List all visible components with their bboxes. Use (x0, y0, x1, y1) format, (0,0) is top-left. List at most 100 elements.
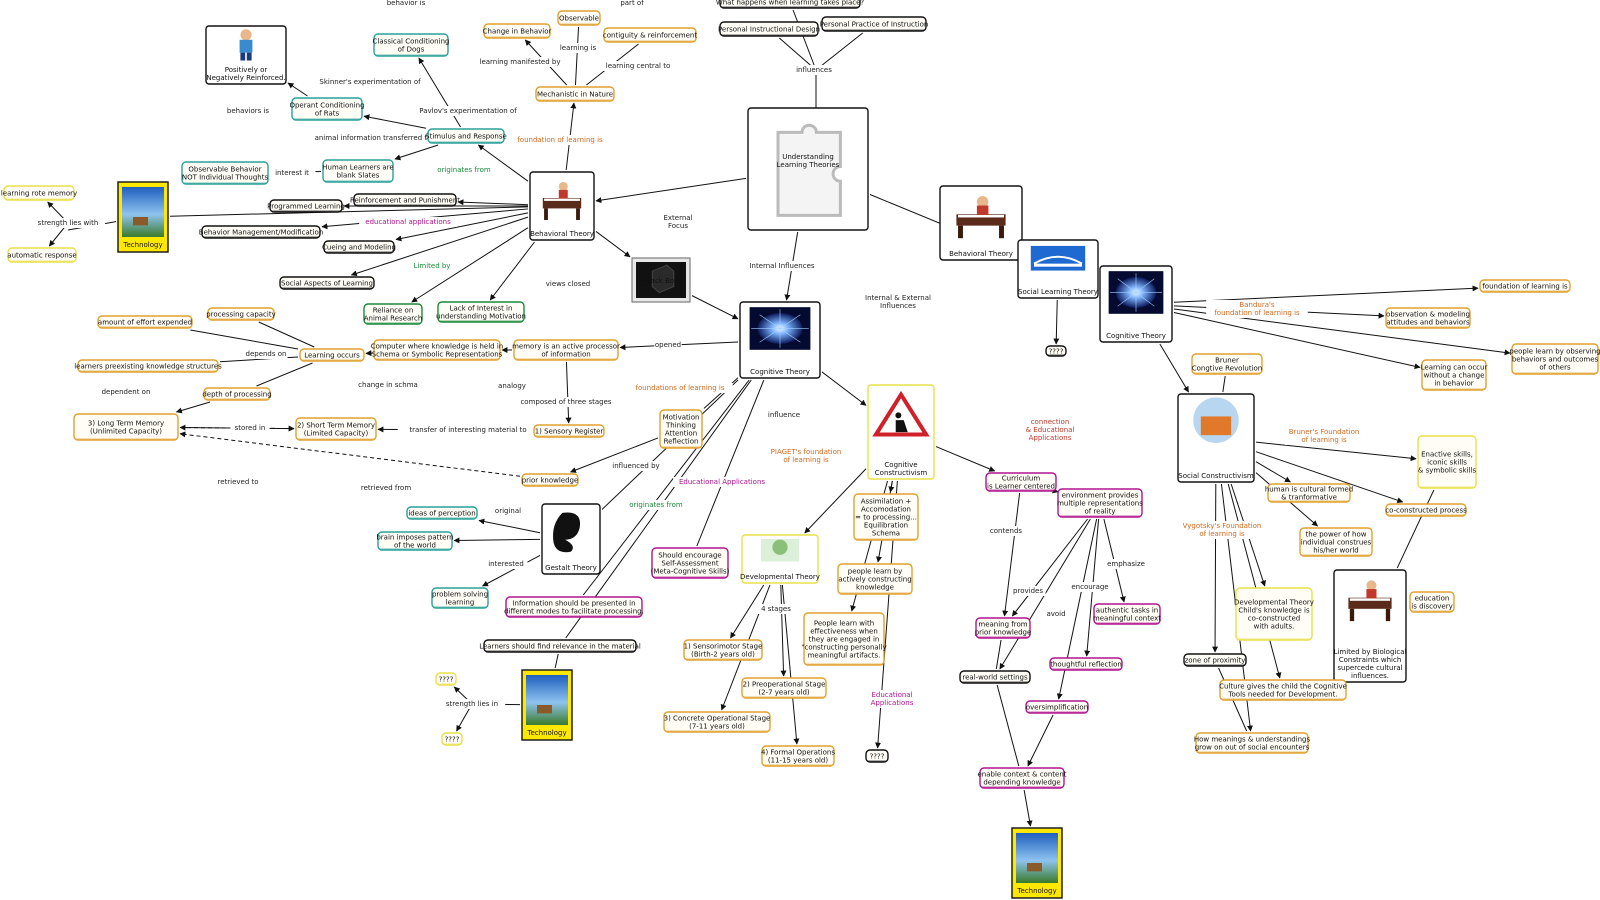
concept-node-n71[interactable]: Cognitive Theory (1099, 265, 1173, 343)
concept-node-n79[interactable]: Enactive skills,iconic skills& symbolic … (1417, 435, 1477, 489)
concept-node-n54[interactable]: 3) Concrete Operational Stage(7-11 years… (663, 711, 771, 733)
concept-node-n73[interactable]: foundation of learning is (1479, 279, 1571, 293)
concept-node-n24[interactable]: Reinforcement and Punishment (350, 193, 460, 207)
concept-node-n53[interactable]: 2) Preoperational Stage(2-7 years old) (741, 677, 827, 699)
concept-node-n5[interactable]: Technology (117, 181, 169, 253)
concept-node-n35[interactable]: 3) Long Term Memory(Unlimited Capacity) (73, 413, 179, 441)
concept-node-n6[interactable]: Technology (521, 669, 573, 741)
concept-node-n26[interactable]: Cueing and Modeling (322, 240, 396, 254)
concept-node-n4[interactable]: Black Box (631, 257, 691, 303)
concept-node-n69[interactable]: Behavioral Theory (939, 185, 1023, 261)
concept-node-n15[interactable]: Observable (557, 10, 601, 26)
concept-node-n7[interactable]: Technology (1011, 827, 1063, 899)
concept-node-n3[interactable]: Cognitive Theory (739, 301, 821, 379)
concept-node-n25[interactable]: Behavior Management/Modification (199, 225, 323, 239)
concept-node-n30[interactable]: amount of effort expended (97, 315, 193, 329)
concept-node-n41[interactable]: prior knowledge (521, 473, 579, 487)
concept-node-n23[interactable]: Programmed Learning (267, 199, 345, 213)
concept-node-n17[interactable]: Mechanistic in Nature (535, 86, 615, 102)
connector-line (1173, 311, 1421, 370)
concept-node-n2[interactable]: Behavioral Theory (529, 171, 595, 241)
concept-node-n72[interactable]: ???? (1045, 345, 1067, 357)
link-label: interested (488, 560, 524, 568)
technology-icon (526, 675, 568, 725)
concept-node-n42[interactable]: ideas of perception (406, 506, 478, 520)
node-label: Cognitive Theory (750, 368, 810, 376)
concept-node-n58[interactable]: Assimilation +Accomodation= to processin… (853, 493, 919, 541)
node-label: foundation of learning is (1482, 283, 1568, 291)
concept-node-n16[interactable]: contiguity & reinforcement (603, 27, 697, 43)
connector-line (1023, 789, 1033, 827)
node-label: zone of proximity (1185, 657, 1246, 665)
brain-icon (749, 307, 811, 350)
concept-node-n20[interactable]: Personal Practice of Instruction (820, 16, 929, 32)
concept-node-n34[interactable]: depth of processing (202, 387, 272, 401)
concept-node-n14[interactable]: Change in Behavior (483, 23, 552, 39)
concept-node-n70[interactable]: Social Learning Theory (1017, 239, 1099, 299)
concept-node-n49[interactable]: ???? (435, 672, 457, 686)
link-label: foundations of learning is (636, 384, 725, 392)
node-label: ???? (1049, 348, 1064, 356)
concept-node-n19[interactable]: Personal Instructional Design (718, 21, 820, 37)
concept-node-n50[interactable]: ???? (441, 732, 463, 746)
concept-node-n81[interactable]: co-constructed process (1385, 503, 1467, 517)
concept-node-n18[interactable]: What happens when learning takes place? (716, 0, 865, 9)
concept-node-n45[interactable]: Gestalt Theory (541, 503, 601, 575)
concept-node-n52[interactable]: 1) Sensorimotor Stage(Birth-2 years old) (683, 639, 763, 661)
concept-node-n51[interactable]: Developmental Theory (740, 534, 820, 584)
concept-node-n55[interactable]: 4) Formal Operations(11-15 years old) (761, 745, 835, 767)
concept-node-n80[interactable]: human is cultural formed& tranformative (1265, 483, 1353, 503)
concept-node-n33[interactable]: Learning occurs (299, 348, 365, 362)
connector-line (595, 177, 747, 204)
concept-node-n60[interactable]: ???? (865, 749, 889, 763)
concept-node-n65[interactable]: real-world settings (959, 670, 1031, 684)
concept-node-n66[interactable]: thoughtful reflection (1049, 657, 1123, 671)
concept-node-n32[interactable]: learners preexisting knowledge structure… (74, 359, 222, 373)
connector-line (569, 437, 659, 473)
concept-node-n84[interactable]: zone of proximity (1183, 653, 1247, 667)
concept-node-n27[interactable]: Social Aspects of Learning (279, 276, 375, 290)
concept-node-n22[interactable]: automatic response (7, 247, 77, 263)
concept-node-n48[interactable]: Learners should find relevance in the ma… (479, 639, 641, 653)
concept-node-n36[interactable]: 2) Short Term Memory(Limited Capacity) (295, 417, 377, 441)
concept-node-n67[interactable]: oversimplification (1025, 700, 1089, 714)
concept-node-n78[interactable]: Social Constructivism (1177, 393, 1255, 483)
concept-node-n31[interactable]: processing capacity (206, 307, 276, 321)
concept-node-n11[interactable]: Stimulus and Response (425, 128, 507, 144)
concept-node-n39[interactable]: 1) Sensory Register (533, 424, 605, 438)
concept-node-n21[interactable]: learning rote memory (1, 185, 77, 201)
